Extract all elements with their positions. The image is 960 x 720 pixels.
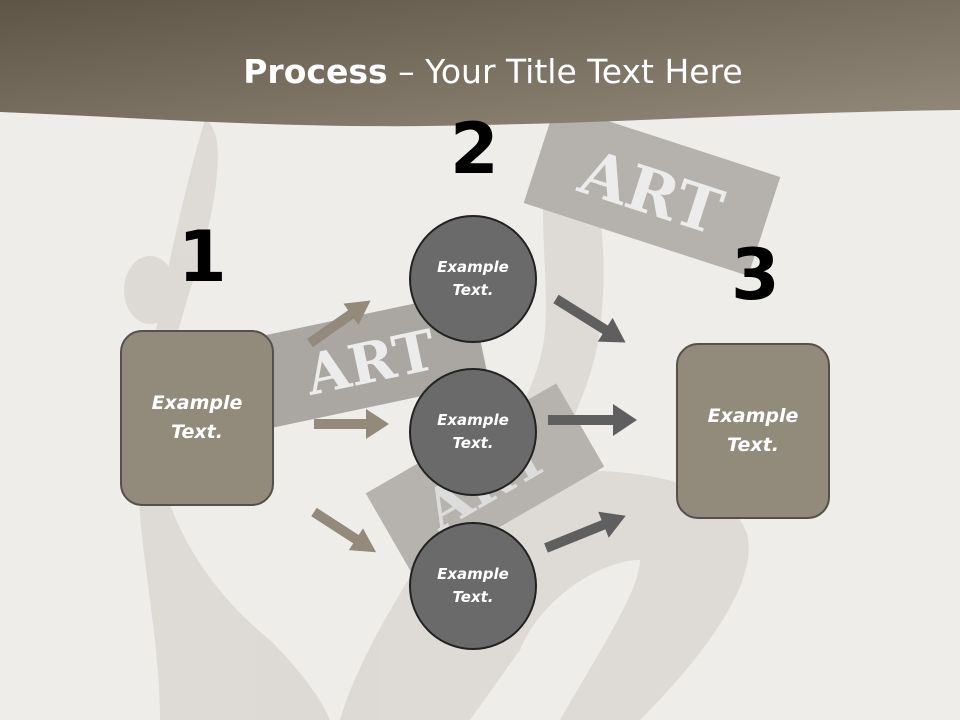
- input-box: Example Text.: [120, 330, 274, 506]
- circle-label: Example Text.: [437, 258, 509, 299]
- arrow-left-down: [311, 507, 377, 553]
- circle-label: Example Text.: [437, 411, 509, 452]
- step-number-1: 1: [178, 216, 227, 298]
- arrow-right-down: [553, 294, 626, 343]
- step-number-3: 3: [731, 234, 780, 316]
- arrow-left-middle: [314, 409, 389, 439]
- output-box: Example Text.: [676, 343, 830, 519]
- header-band: [0, 0, 960, 127]
- arrow-right-middle: [548, 404, 637, 436]
- circle-label: Example Text.: [437, 565, 509, 606]
- title-bold: Process: [243, 52, 388, 91]
- process-circle-top: Example Text.: [409, 215, 537, 343]
- process-circle-bottom: Example Text.: [409, 522, 537, 650]
- arrow-left-up: [307, 300, 371, 348]
- title-rest: – Your Title Text Here: [387, 52, 743, 91]
- step-number-2: 2: [450, 108, 499, 190]
- output-box-label: Example Text.: [707, 405, 799, 456]
- input-box-label: Example Text.: [151, 392, 243, 443]
- arrow-right-up: [544, 511, 626, 553]
- page-title: Process – Your Title Text Here: [0, 52, 960, 91]
- art-sign-top: ART: [523, 104, 781, 276]
- process-circle-middle: Example Text.: [409, 368, 537, 496]
